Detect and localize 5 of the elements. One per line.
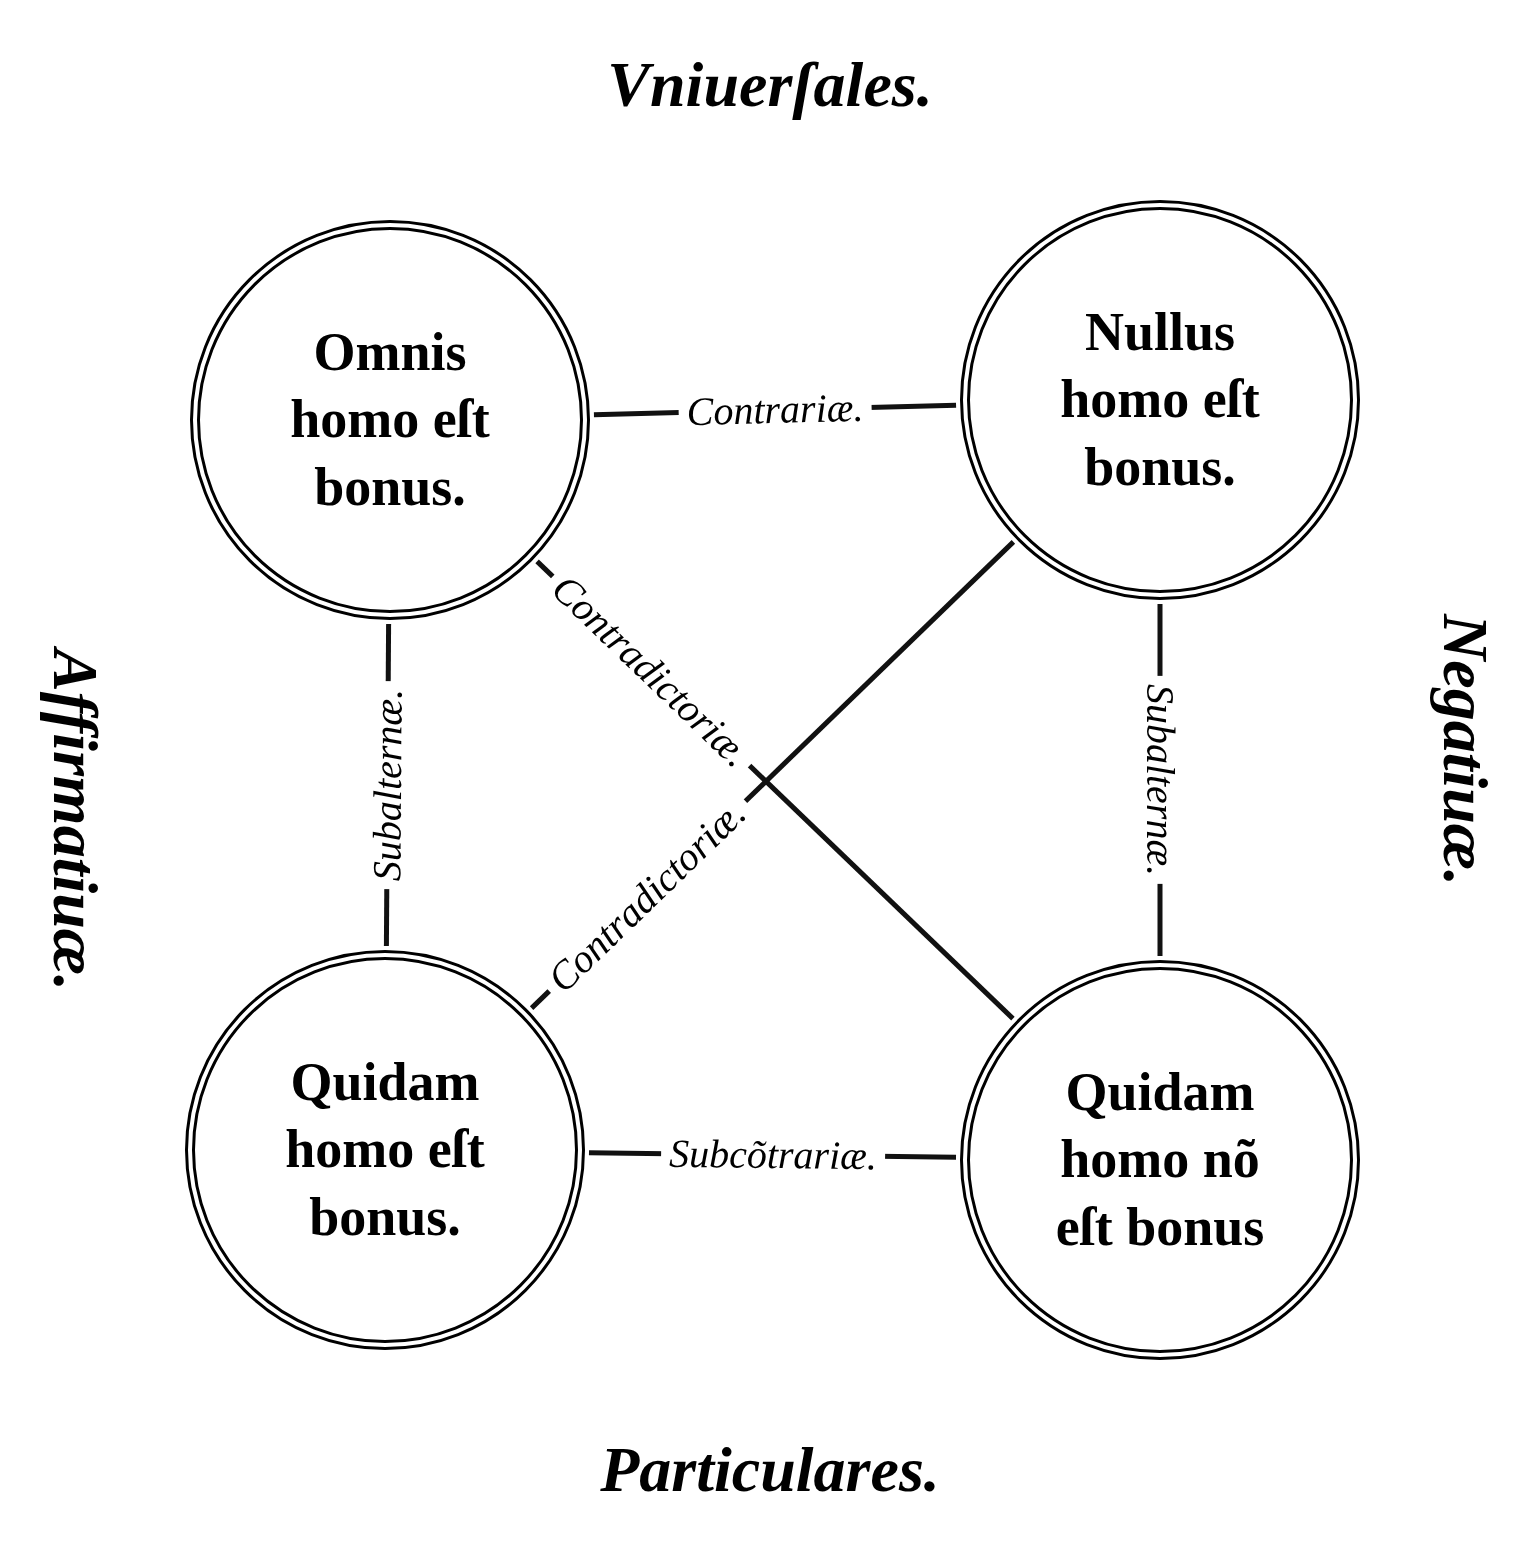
proposition-text: Omnis homo eſt bonus. <box>289 320 491 519</box>
side-heading: Particulares. <box>600 1438 940 1502</box>
proposition-text: Quidam homo eſt bonus. <box>284 1050 486 1249</box>
proposition-text: Quidam homo nõ eſt bonus <box>1054 1060 1266 1259</box>
proposition-text: Nullus homo eſt bonus. <box>1059 300 1261 499</box>
